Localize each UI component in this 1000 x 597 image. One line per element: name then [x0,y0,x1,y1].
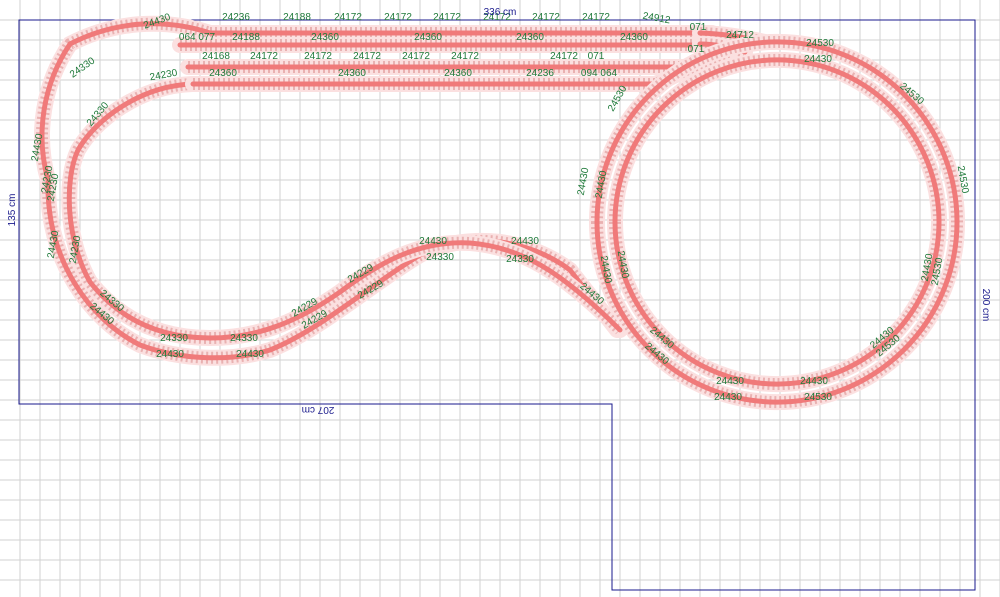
part-number-label: 24360 [516,32,544,43]
part-number-label: 24530 [955,165,971,195]
part-number-label: 24430 [800,376,828,387]
part-number-label: 24172 [582,12,610,23]
part-number-label: 24236 [222,12,250,23]
part-number-label: 24530 [930,256,946,286]
part-number-label: 24430 [615,250,631,280]
part-number-label: 24712 [726,30,754,41]
part-number-label: 24172 [250,51,278,62]
part-number-label: 24912 [642,11,672,27]
part-number-label: 064 077 [179,32,216,43]
part-number-label: 24230 [46,172,62,202]
part-number-label: 24430 [576,166,592,196]
dimension-right: 200 cm [980,289,991,322]
part-number-label: 24230 [149,68,179,84]
part-number-label: 24172 [483,12,511,23]
part-number-label: 24230 [40,164,56,194]
track-loop [612,57,942,387]
part-number-label: 24360 [338,68,366,79]
part-number-label: 24230 [68,234,84,264]
part-number-label: 24188 [232,32,260,43]
part-number-label: 24360 [209,68,237,79]
part-number-label: 24430 [46,229,62,259]
part-number-label: 24360 [444,68,472,79]
part-number-label: 071 [690,22,707,33]
part-number-label: 24172 [334,12,362,23]
track-layer [34,15,966,410]
part-number-label: 24188 [283,12,311,23]
part-number-label: 24330 [68,55,97,80]
part-number-label: 24430 [804,54,832,65]
part-number-label: 24430 [511,236,539,247]
part-number-label: 24168 [202,51,230,62]
part-number-label: 24530 [804,392,832,403]
part-number-label: 24330 [426,252,454,263]
part-number-label: 24172 [402,51,430,62]
part-number-label: 071 [588,51,605,62]
part-number-label: 24430 [920,252,936,282]
part-number-label: 24172 [384,12,412,23]
part-number-label: 24330 [506,254,534,265]
part-number-label: 24172 [304,51,332,62]
dimension-left: 135 cm [7,194,18,227]
part-number-label: 24172 [550,51,578,62]
part-number-label: 24430 [716,376,744,387]
part-number-label: 24430 [714,392,742,403]
part-number-label: 24430 [30,132,46,162]
part-number-label: 24360 [414,32,442,43]
part-number-label: 24360 [620,32,648,43]
part-number-label: 071 [688,44,705,55]
board-outline [18,19,976,591]
dimension-top: 336 cm [484,7,517,18]
part-number-label: 24360 [311,32,339,43]
part-number-label: 24172 [353,51,381,62]
part-number-label: 24172 [532,12,560,23]
part-number-label: 24430 [156,349,184,360]
part-number-label: 24530 [806,38,834,49]
part-number-label: 24430 [594,169,610,199]
dimension-bottom: 207 cm [302,404,335,415]
part-number-label: 24330 [160,333,188,344]
part-number-label: 24236 [526,68,554,79]
track-loop [594,39,960,405]
part-number-label: 24172 [451,51,479,62]
part-number-label: 24172 [433,12,461,23]
part-number-label: 24430 [598,255,614,285]
part-number-label: 094 064 [581,68,618,79]
part-number-label: 24430 [236,349,264,360]
part-number-label: 24330 [230,333,258,344]
part-number-label: 24430 [419,236,447,247]
track-segment [66,81,623,341]
